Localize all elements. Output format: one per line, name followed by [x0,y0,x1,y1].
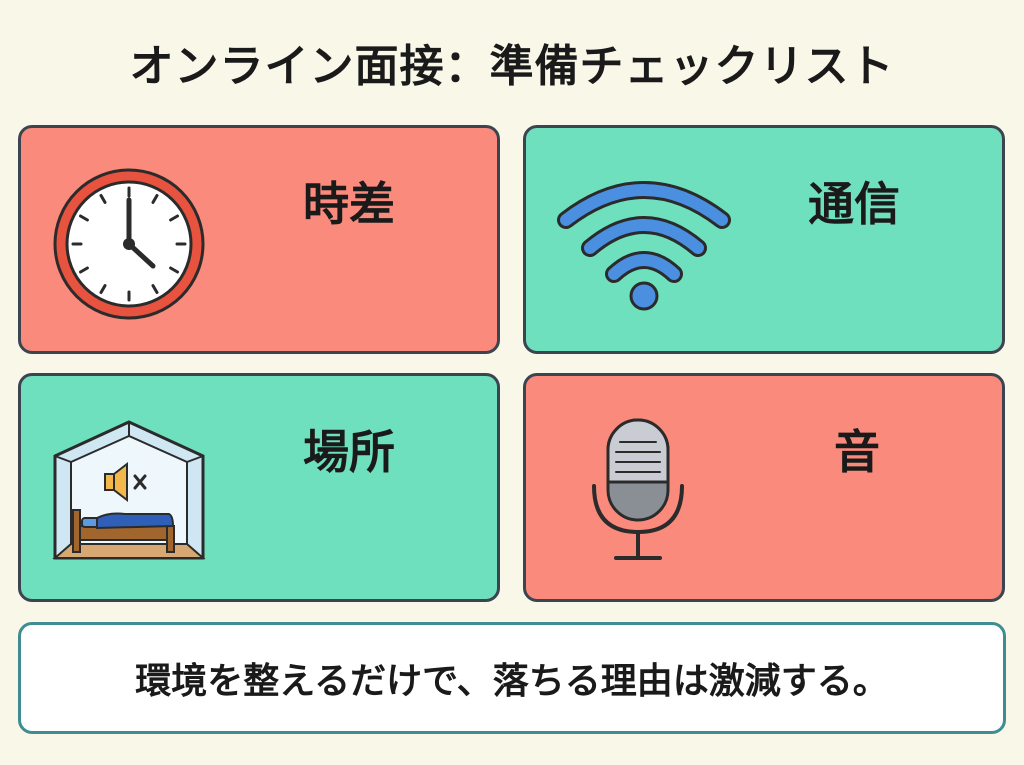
microphone-icon [592,418,684,560]
card-sound: 音 [523,373,1005,602]
card-label-sound: 音 [834,425,880,479]
card-label-location: 場所 [303,425,395,479]
card-time-difference: 時差 [18,125,500,354]
footer-banner: 環境を整えるだけで、落ちる理由は激減する。 [18,622,1006,734]
card-label-time-difference: 時差 [303,177,395,231]
page-title: オンライン面接：準備チェックリスト [129,41,895,92]
clock-icon [53,168,205,320]
card-location: 場所 [18,373,500,602]
quiet-room-icon [52,420,206,560]
card-connectivity: 通信 [523,125,1005,354]
footer-text: 環境を整えるだけで、落ちる理由は激減する。 [135,661,889,702]
card-label-connectivity: 通信 [808,177,900,231]
wifi-icon [557,181,731,311]
